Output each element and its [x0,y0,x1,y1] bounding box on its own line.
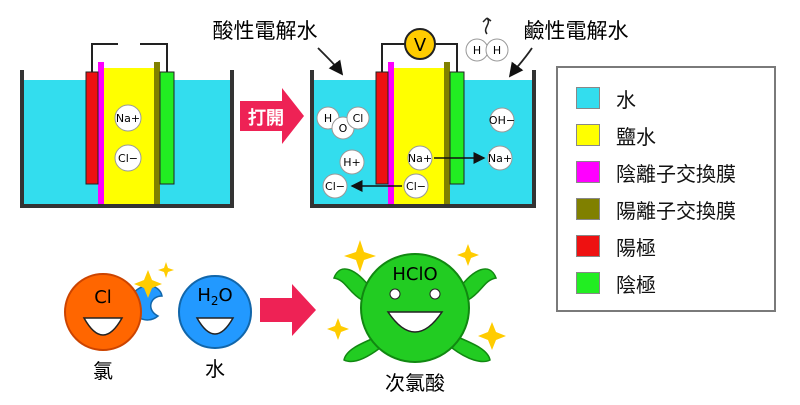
legend-item-water: 水 [576,84,636,112]
tank-before: Na+ Cl− [20,43,234,208]
svg-text:Cl−: Cl− [118,152,138,165]
svg-text:OH−: OH− [489,114,515,127]
legend-item-salt-water: 鹽水 [576,121,656,149]
sparkle-icon [158,262,174,278]
svg-text:打開: 打開 [248,107,284,129]
h2-gas-molecule: H H [465,38,509,62]
oh-minus-ion: OH− [489,107,515,133]
legend-swatch [576,124,600,146]
alkaline-pointer [508,47,533,78]
acidic-pointer [317,47,344,76]
svg-text:Cl−: Cl− [325,180,345,193]
legend-swatch [576,87,600,109]
cation-membrane-left [98,62,104,206]
legend-swatch [576,198,600,220]
legend-item-cathode: 陰極 [576,269,656,297]
anode-right [375,71,389,185]
cation-membrane-right [388,62,394,206]
cl-minus-ion-anode: Cl− [322,173,348,199]
svg-text:Cl: Cl [353,112,364,125]
hclo-character: HClO 次氯酸 [332,253,498,395]
anion-membrane-left [154,62,160,206]
voltmeter-icon: V [404,28,436,60]
open-arrow: 打開 [240,88,304,144]
svg-text:Na+: Na+ [488,152,512,165]
sparkle-icon [457,244,479,266]
legend-swatch [576,161,600,183]
cathode-left [159,71,175,185]
sparkle-icon [134,270,162,298]
svg-text:氯: 氯 [93,359,113,383]
svg-text:Cl−: Cl− [406,180,426,193]
cl-minus-ion-middle: Cl− [403,173,429,199]
svg-text:Cl: Cl [94,287,112,308]
anode-left [85,71,99,185]
na-plus-ion-middle: Na+ [407,145,433,171]
sparkle-icon [327,318,349,340]
svg-text:H+: H+ [343,156,361,169]
svg-text:H2O: H2O [197,285,232,308]
svg-text:Na+: Na+ [116,112,140,125]
na-plus-ion-cathode: Na+ [487,145,513,171]
svg-text:V: V [414,35,427,56]
svg-text:次氯酸: 次氯酸 [385,371,445,395]
anion-membrane-right [444,62,450,206]
acidic-water-label: 酸性電解水 [213,19,318,43]
water-character: H2O 水 [178,275,252,381]
hocl-molecule: H O Cl [316,106,370,140]
svg-text:Na+: Na+ [408,152,432,165]
svg-text:H: H [473,44,481,57]
svg-text:HClO: HClO [392,264,437,285]
svg-text:H: H [324,112,332,125]
cl-ion-left: Cl− [114,144,142,172]
legend-swatch [576,235,600,257]
sparkle-icon [478,322,506,350]
tank-after: V H O Cl H+ Cl− Cl− Na+ [310,17,536,208]
legend-swatch [576,272,600,294]
svg-text:O: O [339,122,348,135]
legend-item-anode: 陽極 [576,232,656,260]
sparkle-icon [344,240,376,272]
na-ion-left: Na+ [114,104,142,132]
legend-item-anion-membrane: 陽離子交換膜 [576,195,736,223]
legend-item-cation-membrane: 陰離子交換膜 [576,158,736,186]
svg-text:水: 水 [205,357,225,381]
cathode-right [449,71,465,185]
svg-text:H: H [493,44,501,57]
chlorine-character: Cl 氯 [64,273,163,383]
h-plus-ion: H+ [339,149,365,175]
alkaline-water-label: 鹼性電解水 [524,19,629,43]
legend: 水 鹽水 陰離子交換膜 陽離子交換膜 陽極 陰極 [556,66,776,312]
rising-gas-icon [482,17,492,35]
reaction-arrow [260,284,316,336]
